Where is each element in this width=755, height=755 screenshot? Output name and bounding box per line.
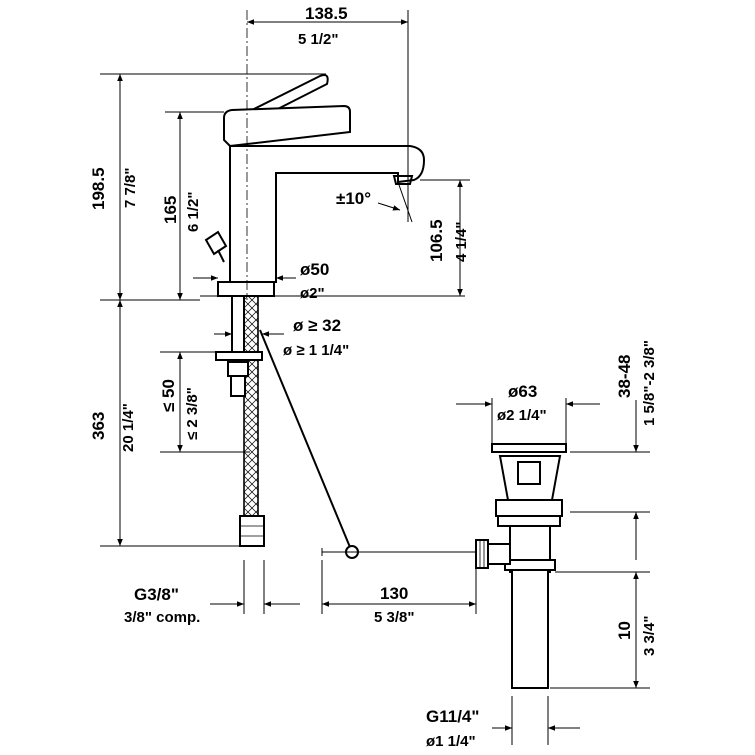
tail-mm-label: 10 — [615, 621, 634, 640]
spout-height-mm-label: 106.5 — [427, 219, 446, 262]
faucet-body — [229, 145, 426, 283]
rod-in-label: 5 3/8" — [374, 609, 414, 626]
drain-dia-mm-label: ø63 — [508, 382, 537, 401]
deck-mm-label: ≤ 50 — [159, 379, 178, 412]
deck-in-label: ≤ 2 3/8" — [184, 387, 201, 440]
dimension-lines — [100, 10, 650, 745]
connection-b-label: 3/8" comp. — [124, 609, 200, 626]
drain-dia-in-label: ø2 1/4" — [497, 407, 547, 424]
hole-dia-mm-label: ø ≥ 32 — [293, 316, 341, 335]
height-total-in-label: 7 7/8" — [122, 168, 139, 208]
basin-in-label: 1 5/8"-2 3/8" — [641, 340, 658, 426]
height-body-mm-label: 165 — [161, 196, 180, 224]
tail-in-label: 3 3/4" — [641, 616, 658, 656]
height-body-in-label: 6 1/2" — [185, 192, 202, 232]
base-plate — [217, 281, 275, 297]
connection-a-label: G3/8" — [134, 585, 179, 604]
angle-label: ±10° — [336, 189, 371, 208]
drain — [475, 443, 567, 689]
thread-a-label: G11/4" — [426, 707, 479, 726]
spout-height-in-label: 4 1/4" — [453, 222, 470, 262]
width-in-label: 5 1/2" — [298, 31, 338, 48]
hose-length-mm-label: 363 — [89, 412, 108, 440]
tail-pipe — [511, 569, 549, 689]
pull-rod — [259, 329, 353, 553]
hose-nut — [239, 515, 265, 547]
height-total-mm-label: 198.5 — [89, 167, 108, 210]
width-mm-label: 138.5 — [305, 4, 348, 23]
base-dia-in-label: ø2" — [300, 285, 325, 302]
rod-mm-label: 130 — [380, 584, 408, 603]
aerator — [392, 175, 414, 185]
dimension-labels: 138.5 5 1/2" 198.5 7 7/8" 165 6 1/2" ±10… — [89, 4, 658, 750]
lever-raised — [247, 74, 329, 119]
mounting — [215, 295, 476, 559]
hole-dia-in-label: ø ≥ 1 1/4" — [283, 342, 349, 359]
base-dia-mm-label: ø50 — [300, 260, 329, 279]
basin-mm-label: 38-48 — [615, 355, 634, 398]
lever — [223, 104, 351, 148]
hose-length-in-label: 20 1/4" — [120, 403, 137, 452]
faucet — [200, 10, 465, 300]
thread-b-label: ø1 1/4" — [426, 733, 476, 750]
popup-knob — [204, 230, 228, 256]
